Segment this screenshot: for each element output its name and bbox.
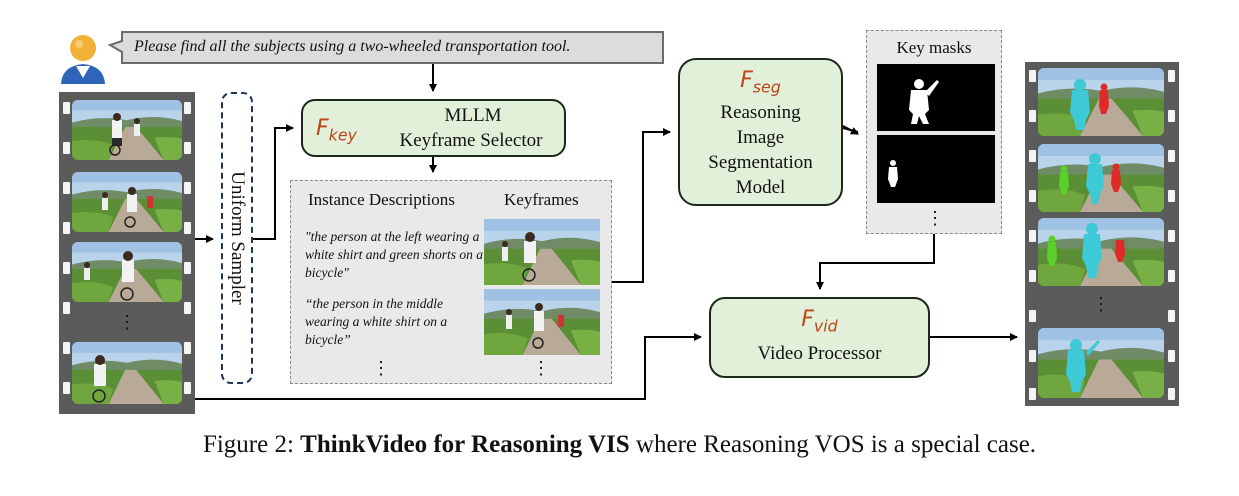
f-vid-label: Fvid — [801, 307, 838, 336]
keyframes-ellipsis: ⋮ — [532, 358, 550, 378]
f-key-label: Fkey — [316, 116, 357, 145]
segmentation-line3: Segmentation — [708, 152, 813, 173]
keyframes-header: Keyframes — [504, 190, 579, 209]
figure-caption: Figure 2: ThinkVideo for Reasoning VIS w… — [0, 431, 1239, 459]
mask-silhouette — [909, 79, 939, 124]
keyframe-selector-line1: MLLM — [444, 105, 502, 126]
output-frame — [1038, 68, 1164, 136]
prompt-bubble: Please find all the subjects using a two… — [107, 31, 664, 64]
input-frame — [72, 342, 182, 404]
input-frame — [72, 242, 182, 302]
output-frame — [1038, 144, 1164, 212]
mask-silhouette — [888, 160, 898, 187]
speech-bubble-shape — [107, 31, 664, 64]
input-frame — [72, 100, 182, 160]
key-masks-panel: Key masks ⋮ — [866, 30, 1002, 234]
output-frame — [1038, 218, 1164, 286]
keyframe-selector-box: Fkey MLLM Keyframe Selector — [301, 99, 566, 157]
instance-description-2: “the person in the middle wearing a whit… — [305, 296, 448, 347]
input-video-filmstrip: ⋮ — [59, 92, 195, 414]
segmentation-line2: Image — [736, 127, 785, 148]
keyframe-image-2 — [484, 289, 600, 355]
output-frame — [1038, 328, 1164, 398]
output-film-ellipsis: ⋮ — [1092, 294, 1110, 314]
keyframe-image-1 — [484, 219, 600, 285]
uniform-sampler: Uniform Sampler — [221, 92, 253, 384]
descriptions-header: Instance Descriptions — [308, 190, 455, 209]
selection-output-panel: Instance Descriptions Keyframes "the per… — [290, 180, 612, 384]
caption-bold: ThinkVideo for Reasoning VIS — [300, 431, 630, 458]
film-ellipsis: ⋮ — [118, 312, 136, 332]
user-avatar — [58, 28, 108, 84]
output-video-filmstrip: ⋮ — [1025, 62, 1179, 406]
segmentation-model-box: Fseg Reasoning Image Segmentation Model — [678, 58, 843, 206]
keyframe-selector-line2: Keyframe Selector — [399, 130, 543, 151]
video-processor-box: Fvid Video Processor — [709, 297, 930, 378]
key-mask-1 — [877, 64, 995, 131]
descriptions-ellipsis: ⋮ — [372, 358, 390, 378]
segmentation-line4: Model — [735, 177, 786, 198]
caption-suffix: where Reasoning VOS is a special case. — [629, 431, 1037, 458]
prompt-text: Please find all the subjects using a two… — [134, 38, 571, 55]
key-mask-2 — [877, 135, 995, 203]
input-frame — [72, 172, 182, 232]
instance-description-1: "the person at the left wearing a white … — [305, 229, 484, 280]
user-icon — [61, 35, 105, 84]
key-masks-ellipsis: ⋮ — [926, 208, 944, 228]
key-masks-header: Key masks — [896, 38, 972, 57]
video-processor-label: Video Processor — [757, 343, 882, 364]
segmentation-line1: Reasoning — [720, 102, 801, 123]
caption-prefix: Figure 2: — [202, 431, 301, 458]
f-seg-label: Fseg — [740, 68, 781, 97]
